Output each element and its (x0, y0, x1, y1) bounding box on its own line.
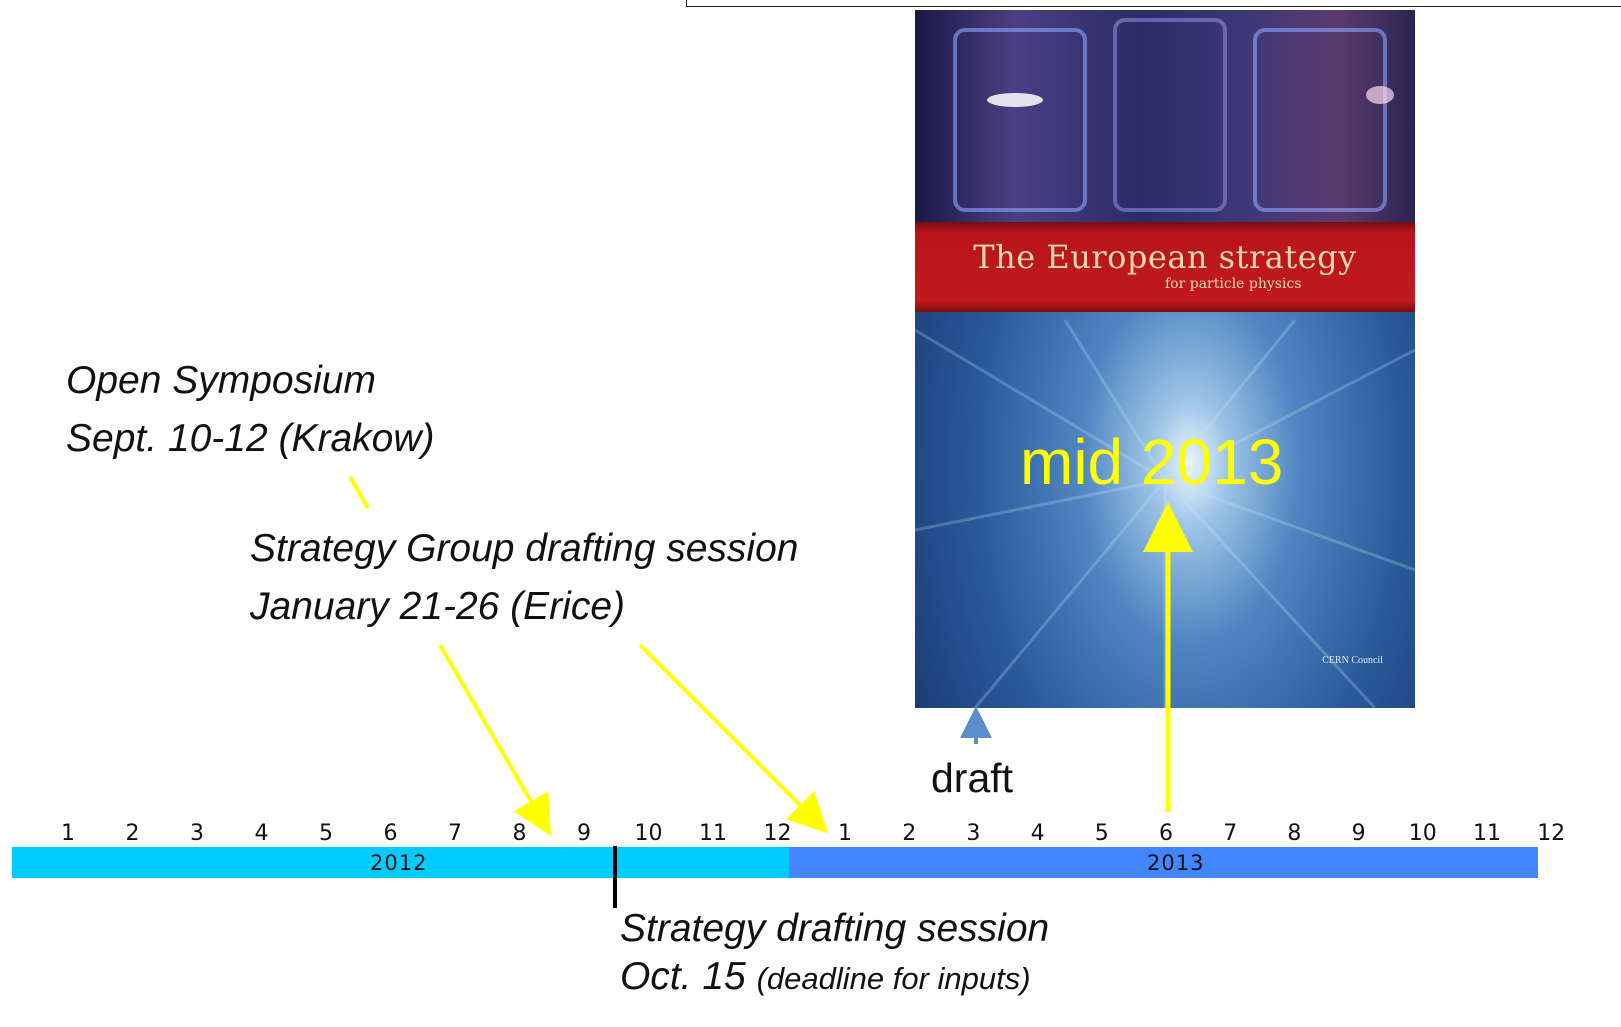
group-session-label: Strategy Group drafting session January … (250, 520, 798, 636)
month-2012-2: 2 (125, 821, 140, 846)
strategy-session-label: Strategy drafting session Oct. 15 (deadl… (620, 905, 1049, 1003)
month-2012-6: 6 (383, 821, 398, 846)
month-2013-9: 9 (1351, 821, 1366, 846)
month-2012-10: 10 (634, 821, 663, 846)
month-2013-2: 2 (902, 821, 917, 846)
cover-detector-photo (915, 10, 1415, 222)
strategy-session-note: (deadline for inputs) (756, 961, 1031, 996)
cover-title-band (915, 222, 1415, 312)
month-2013-11: 11 (1473, 821, 1501, 846)
oct-15-marker (613, 846, 617, 908)
strategy-session-date-line: Oct. 15 (deadline for inputs) (620, 953, 1049, 1003)
cover-title: The European strategy (973, 238, 1357, 276)
month-2012-3: 3 (190, 821, 204, 846)
month-2013-8: 8 (1287, 821, 1302, 846)
timeline-2013-bar (789, 847, 1538, 878)
month-2013-1: 1 (838, 821, 852, 846)
group-session-date: January 21-26 (Erice) (250, 585, 625, 628)
month-2012-4: 4 (254, 821, 269, 846)
month-2012-5: 5 (319, 821, 333, 846)
cover-credit: CERN Council (1322, 655, 1383, 666)
strategy-cover-image: The European strategy for particle physi… (915, 10, 1415, 708)
arrow-to-january (638, 643, 829, 834)
month-2012-9: 9 (577, 821, 591, 846)
month-2013-4: 4 (1030, 821, 1045, 846)
mid-2013-label: mid 2013 (1020, 426, 1284, 498)
strategy-session-title: Strategy drafting session (620, 907, 1050, 950)
month-2013-7: 7 (1223, 821, 1238, 846)
open-symposium-label: Open Symposium Sept. 10-12 (Krakow) (66, 352, 435, 468)
arrow-to-september (438, 643, 552, 836)
strategy-session-date: Oct. 15 (620, 955, 746, 998)
month-2013-12: 12 (1537, 821, 1566, 846)
arrow-symposium-stub (348, 475, 370, 510)
draft-label: draft (931, 755, 1014, 801)
month-2013-6: 6 (1159, 821, 1173, 846)
cover-subtitle: for particle physics (1165, 276, 1302, 292)
month-2013-10: 10 (1408, 821, 1437, 846)
top-frame-edge (686, 0, 1621, 7)
month-2012-7: 7 (448, 821, 462, 846)
open-symposium-date: Sept. 10-12 (Krakow) (66, 417, 435, 460)
timeline-2012-bar (12, 847, 789, 878)
year-2012-label: 2012 (370, 851, 428, 875)
cover-light-streaks (915, 18, 1415, 708)
month-2012-1: 1 (61, 821, 75, 846)
month-2012-11: 11 (699, 821, 727, 846)
group-session-title: Strategy Group drafting session (250, 527, 799, 570)
month-2013-3: 3 (966, 821, 981, 846)
open-symposium-title: Open Symposium (66, 359, 376, 402)
month-2013-5: 5 (1094, 821, 1109, 846)
year-2013-label: 2013 (1147, 851, 1205, 875)
